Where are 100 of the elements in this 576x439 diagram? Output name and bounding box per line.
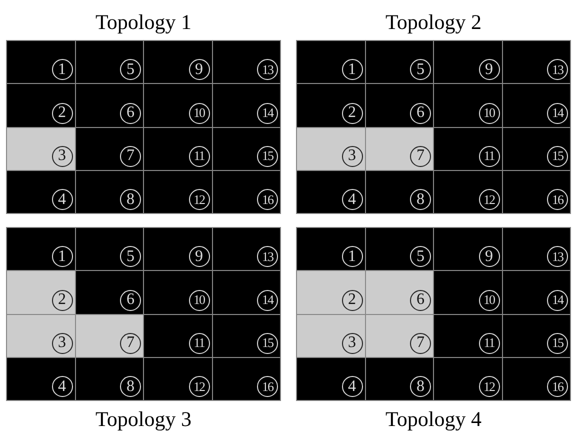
grid-panel <box>296 40 571 214</box>
grid-cell <box>212 314 280 357</box>
circled-number: 3 <box>52 146 72 167</box>
grid-cell <box>434 314 502 357</box>
grid-cell <box>366 41 433 84</box>
grid-cell <box>502 358 570 400</box>
circled-number: 3 <box>342 146 362 167</box>
circled-number: 5 <box>120 246 141 268</box>
grid-cell <box>76 271 143 314</box>
grid-panel <box>296 227 571 401</box>
grid-cell <box>144 271 212 314</box>
circled-number: 1 <box>342 59 362 80</box>
circled-number: 11 <box>188 332 210 354</box>
circled-number: 4 <box>342 189 362 210</box>
grid-cell <box>434 128 502 170</box>
circled-number: 10 <box>478 290 500 310</box>
highlighted-cell <box>297 314 364 357</box>
circled-number: 4 <box>342 376 362 397</box>
circled-number: 15 <box>547 332 568 354</box>
circled-number: 15 <box>547 146 568 167</box>
circled-number: 10 <box>188 102 210 124</box>
grid-cell <box>212 84 280 126</box>
circled-number: 16 <box>547 376 568 397</box>
circled-number: 1 <box>52 246 72 268</box>
grid-cell <box>297 358 364 400</box>
circled-number: 14 <box>547 290 568 310</box>
circled-number: 6 <box>410 102 431 124</box>
grid-cell <box>502 170 570 213</box>
circled-number: 3 <box>52 332 72 354</box>
grid-cell <box>297 41 364 84</box>
circled-number: 7 <box>120 332 141 354</box>
grid-cell <box>7 358 74 400</box>
grid-cell <box>434 228 502 270</box>
circled-number: 9 <box>478 246 500 268</box>
circled-number: 11 <box>478 146 500 167</box>
circled-number: 8 <box>120 376 141 397</box>
grid-cell <box>297 228 364 270</box>
grid-cell <box>502 128 570 170</box>
circled-number: 13 <box>257 246 278 268</box>
grid-cell <box>144 128 212 170</box>
grid-cell <box>212 271 280 314</box>
circled-number: 13 <box>257 59 278 80</box>
highlighted-cell <box>7 314 74 357</box>
circled-number: 6 <box>120 102 141 124</box>
circled-number: 12 <box>188 189 210 210</box>
circled-number: 16 <box>547 189 568 210</box>
circled-number: 6 <box>410 290 431 310</box>
circled-number: 12 <box>478 376 500 397</box>
grid-cell <box>212 41 280 84</box>
grid-cell <box>366 84 433 126</box>
grid-cell <box>366 228 433 270</box>
circled-number: 8 <box>120 189 141 210</box>
grid-cell <box>7 228 74 270</box>
grid-cell <box>76 41 143 84</box>
highlighted-cell <box>7 128 74 170</box>
circled-number: 13 <box>547 246 568 268</box>
circled-number: 12 <box>188 376 210 397</box>
circled-number: 16 <box>257 189 278 210</box>
grid-cell <box>212 128 280 170</box>
grid-cell <box>212 228 280 270</box>
circled-number: 14 <box>257 102 278 124</box>
circled-number: 14 <box>547 102 568 124</box>
panel-title: Topology 1 <box>96 9 192 36</box>
circled-number: 14 <box>257 290 278 310</box>
grid-panel <box>6 227 281 401</box>
grid-cell <box>502 84 570 126</box>
circled-number: 6 <box>120 290 141 310</box>
grid-cell <box>144 84 212 126</box>
grid-cell <box>144 170 212 213</box>
grid-cell <box>76 128 143 170</box>
highlighted-cell <box>297 128 364 170</box>
circled-number: 1 <box>342 246 362 268</box>
circled-number: 3 <box>342 332 362 354</box>
highlighted-cell <box>366 128 433 170</box>
circled-number: 7 <box>410 332 431 354</box>
circled-number: 10 <box>478 102 500 124</box>
grid-cell <box>434 84 502 126</box>
grid-cell <box>434 358 502 400</box>
circled-number: 5 <box>120 59 141 80</box>
circled-number: 4 <box>52 376 72 397</box>
grid-cell <box>434 41 502 84</box>
circled-number: 9 <box>188 246 210 268</box>
grid-cell <box>7 170 74 213</box>
grid-cell <box>434 271 502 314</box>
circled-number: 1 <box>52 59 72 80</box>
circled-number: 15 <box>257 146 278 167</box>
highlighted-cell <box>7 271 74 314</box>
circled-number: 2 <box>342 290 362 310</box>
grid-cell <box>502 41 570 84</box>
grid-cell <box>144 314 212 357</box>
circled-number: 2 <box>52 102 72 124</box>
circled-number: 9 <box>478 59 500 80</box>
grid-cell <box>144 228 212 270</box>
circled-number: 11 <box>188 146 210 167</box>
circled-number: 12 <box>478 189 500 210</box>
grid-cell <box>7 84 74 126</box>
grid-cell <box>366 358 433 400</box>
grid-cell <box>144 358 212 400</box>
panel-title: Topology 2 <box>386 9 482 36</box>
panel-title: Topology 4 <box>386 406 482 433</box>
